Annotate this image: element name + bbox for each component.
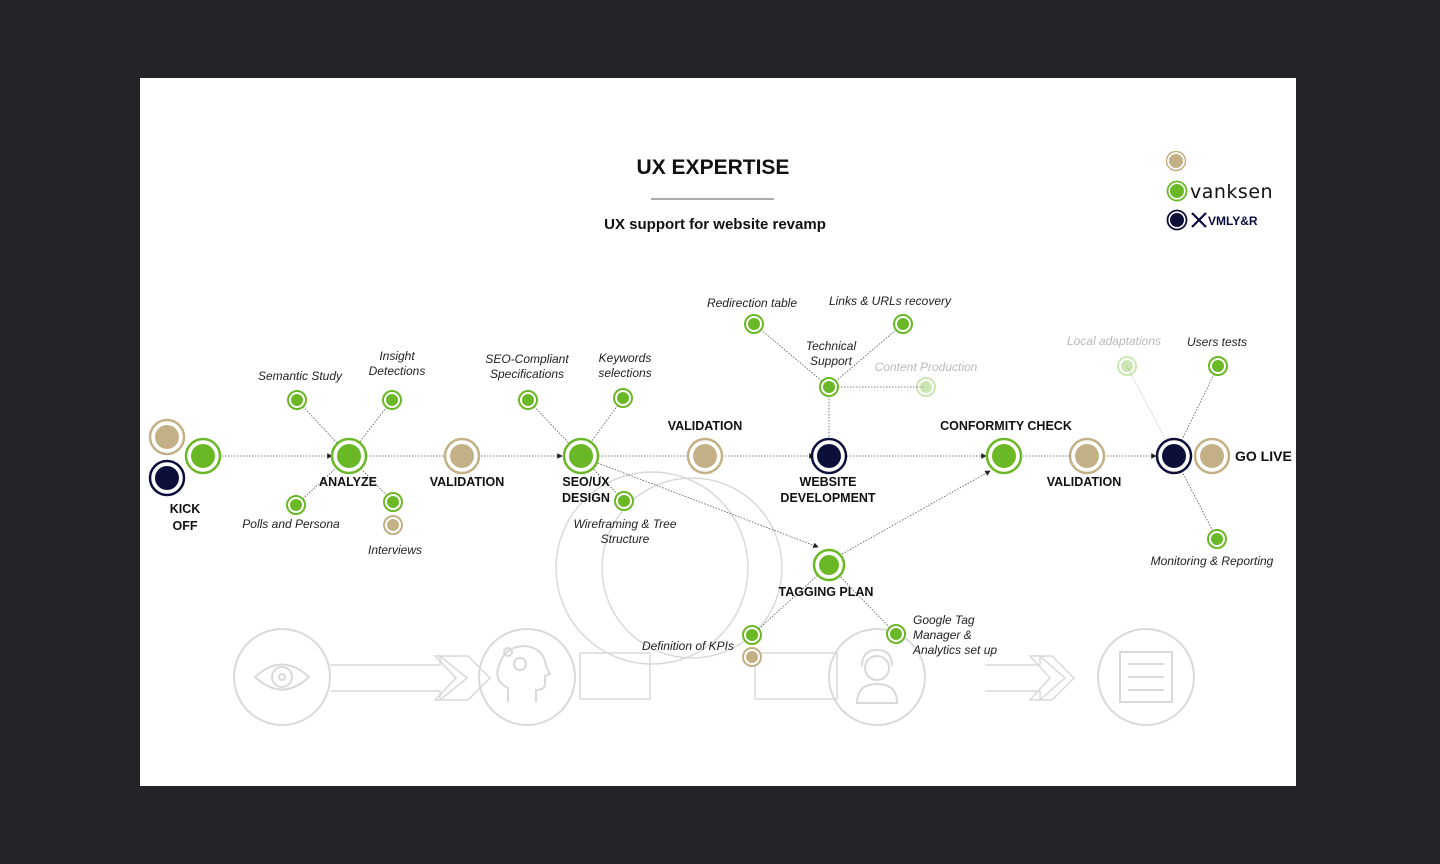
task-keywords-line1: Keywords (599, 351, 652, 365)
task-monitoring-reporting: Monitoring & Reporting (1151, 554, 1274, 568)
headset-user-icon (828, 628, 926, 726)
task-node (287, 390, 307, 410)
conformity-check-node (985, 437, 1023, 475)
task-gtm-line3: Analytics set up (912, 643, 997, 657)
validation-label-1: VALIDATION (430, 475, 505, 489)
task-node (383, 515, 403, 535)
vml-logo: VMLY&R (1208, 214, 1258, 228)
legend-green-dot (1166, 180, 1188, 202)
task-node (614, 491, 634, 511)
task-node (819, 377, 839, 397)
head-gear-icon (478, 628, 576, 726)
task-node (916, 377, 936, 397)
website-development-node (810, 437, 848, 475)
task-interviews: Interviews (368, 543, 422, 557)
golive-node (1155, 437, 1231, 475)
validation-node-1 (443, 437, 481, 475)
task-technical-line2: Support (810, 354, 853, 368)
task-technical-line1: Technical (806, 339, 857, 353)
task-wireframing-line1: Wireframing & Tree (573, 517, 676, 531)
task-node (886, 624, 906, 644)
webdev-label-line2: DEVELOPMENT (780, 491, 876, 505)
task-node (893, 314, 913, 334)
task-node (383, 492, 403, 512)
analyze-node (330, 437, 368, 475)
tagging-plan-label: TAGGING PLAN (779, 585, 874, 599)
task-keywords-line2: selections (598, 366, 651, 380)
legend-tan-dot (1167, 152, 1185, 170)
seoux-label-line1: SEO/UX (562, 475, 610, 489)
task-polls-persona: Polls and Persona (242, 517, 340, 531)
process-diagram: UX EXPERTISE UX support for website reva… (148, 150, 1292, 726)
task-node (742, 625, 762, 645)
task-node (286, 495, 306, 515)
task-seo-spec-line2: Specifications (490, 367, 564, 381)
eye-icon (233, 628, 331, 726)
kickoff-label-line2: OFF (173, 519, 198, 533)
golive-label: GO LIVE (1235, 448, 1292, 464)
validation-label-3: VALIDATION (1047, 475, 1122, 489)
task-node (742, 647, 762, 667)
tagging-plan-node (812, 548, 846, 582)
background-illustration (233, 471, 1195, 726)
conformity-label: CONFORMITY CHECK (940, 419, 1072, 433)
task-gtm-line2: Manager & (913, 628, 972, 642)
task-links-recovery: Links & URLs recovery (829, 294, 952, 308)
kickoff-node (148, 418, 222, 497)
validation-label-2: VALIDATION (668, 419, 743, 433)
task-nodes (286, 314, 1228, 667)
kickoff-label-line1: KICK (170, 502, 201, 516)
task-node (744, 314, 764, 334)
task-users-tests: Users tests (1187, 335, 1247, 349)
task-content-production: Content Production (875, 360, 978, 374)
legend: vanksen VMLY&R (1165, 150, 1273, 231)
validation-node-3 (1068, 437, 1106, 475)
page-subtitle: UX support for website revamp (604, 216, 826, 233)
vml-logo-mark-icon (1191, 212, 1207, 228)
task-redirection-table: Redirection table (707, 296, 797, 310)
task-definition-kpis: Definition of KPIs (642, 639, 734, 653)
seoux-design-node (562, 437, 600, 475)
legend-navy-dot (1166, 209, 1188, 231)
slide: UX EXPERTISE UX support for website reva… (140, 78, 1296, 786)
task-node (1208, 356, 1228, 376)
analyze-label: ANALYZE (319, 475, 377, 489)
checklist-sliders-icon (1097, 628, 1195, 726)
task-node (382, 390, 402, 410)
page-title: UX EXPERTISE (637, 156, 790, 179)
task-node (1117, 356, 1137, 376)
task-insight-line2: Detections (369, 364, 426, 378)
seoux-label-line2: DESIGN (562, 491, 610, 505)
task-seo-spec-line1: SEO-Compliant (485, 352, 569, 366)
task-semantic-study: Semantic Study (258, 369, 343, 383)
task-node (518, 390, 538, 410)
task-node (613, 388, 633, 408)
task-insight-line1: Insight (379, 349, 415, 363)
vanksen-logo: vanksen (1190, 181, 1273, 203)
validation-node-2 (686, 437, 724, 475)
task-local-adaptations: Local adaptations (1067, 334, 1161, 348)
task-node (1207, 529, 1227, 549)
task-wireframing-line2: Structure (601, 532, 650, 546)
task-gtm-line1: Google Tag (913, 613, 975, 627)
webdev-label-line1: WEBSITE (800, 475, 857, 489)
